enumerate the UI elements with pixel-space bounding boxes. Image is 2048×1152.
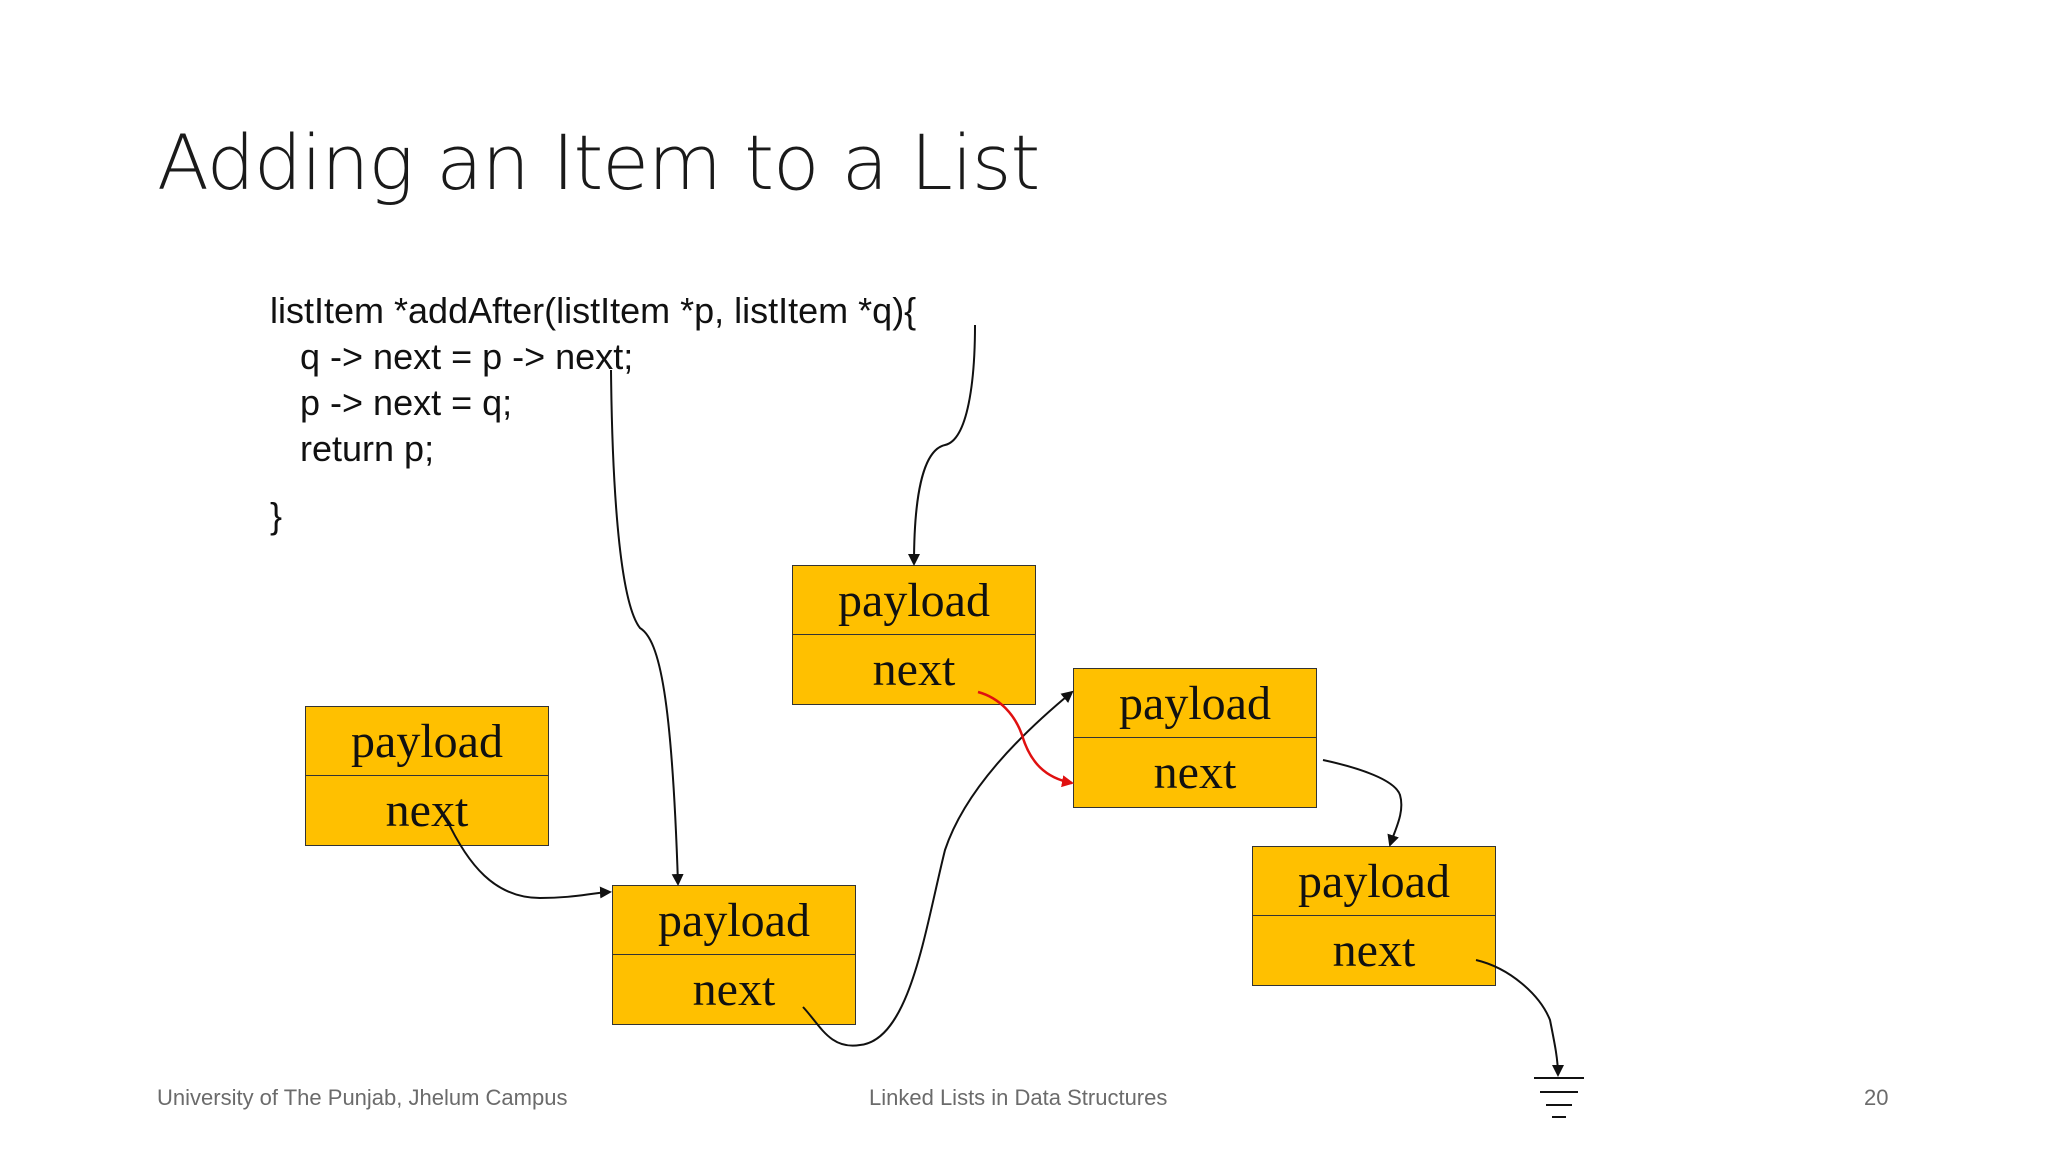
node-next-field: next	[385, 784, 469, 837]
arrow-c-to-d	[1322, 759, 1403, 847]
list-node-a: payload next	[305, 706, 549, 846]
arrow-q-to-c	[977, 690, 1074, 788]
node-payload-field: payload	[1253, 847, 1495, 916]
node-payload-field: payload	[793, 566, 1035, 635]
code-line: listItem *addAfter(listItem *p, listItem…	[270, 290, 917, 331]
node-next-field: next	[1153, 746, 1237, 799]
node-payload-field: payload	[1074, 669, 1316, 738]
footer-left: University of The Punjab, Jhelum Campus	[157, 1085, 568, 1110]
code-line: }	[270, 495, 283, 536]
arrow-code-q-to-q	[908, 324, 976, 566]
code-line: p -> next = q;	[270, 382, 513, 423]
arrow-a-to-p	[445, 817, 612, 900]
node-next-field: next	[872, 643, 956, 696]
node-next-field: next	[692, 963, 776, 1016]
list-node-p: payload next	[612, 885, 856, 1025]
list-node-c: payload next	[1073, 668, 1317, 808]
node-next-field: next	[1332, 924, 1416, 977]
node-payload-field: payload	[306, 707, 548, 776]
code-line: q -> next = p -> next;	[270, 336, 634, 377]
list-node-d: payload next	[1252, 846, 1496, 986]
arrow-code-next-to-p	[610, 369, 684, 886]
arrow-d-to-null	[1475, 959, 1564, 1077]
node-payload-field: payload	[613, 886, 855, 955]
footer-center: Linked Lists in Data Structures	[869, 1085, 1168, 1110]
code-line: return p;	[270, 428, 435, 469]
slide-title: Adding an Item to a List	[157, 118, 1040, 207]
null-terminator-icon	[1534, 1077, 1584, 1118]
arrow-p-to-q	[802, 690, 1074, 1047]
list-node-q: payload next	[792, 565, 1036, 705]
page-number: 20	[1864, 1085, 1889, 1110]
